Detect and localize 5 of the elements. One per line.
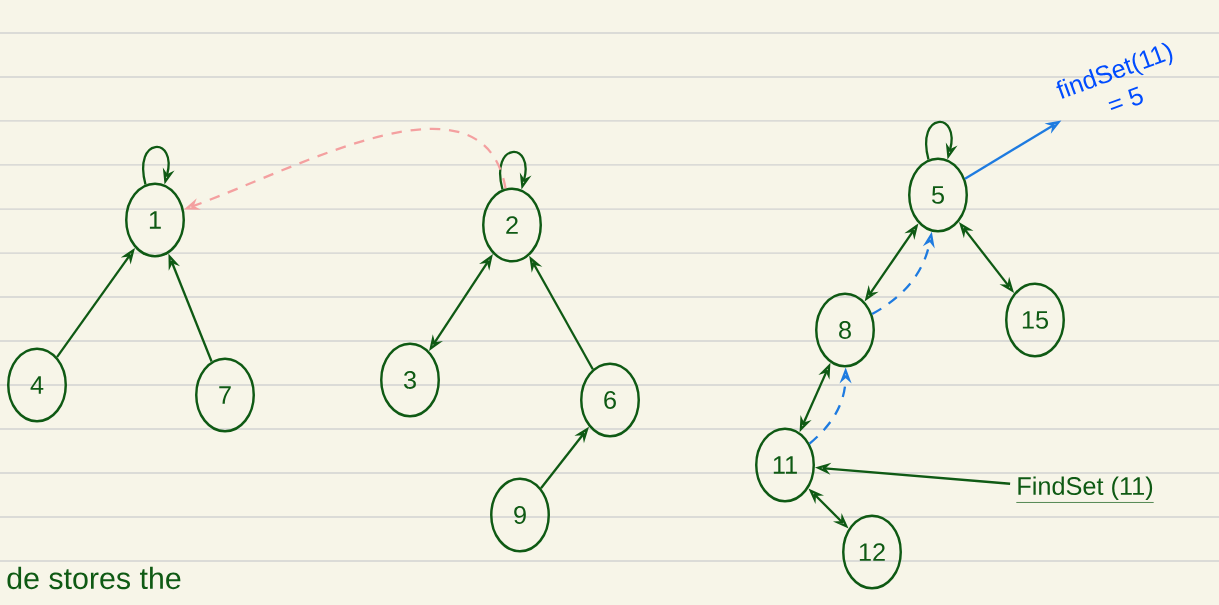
self-loop-arrow bbox=[142, 145, 175, 185]
self-loop-arrow bbox=[499, 150, 532, 190]
annotation-text: FindSet (11) bbox=[1015, 476, 1155, 503]
self-loop-arrow bbox=[925, 120, 958, 160]
note-text: de stores the bbox=[7, 566, 181, 590]
